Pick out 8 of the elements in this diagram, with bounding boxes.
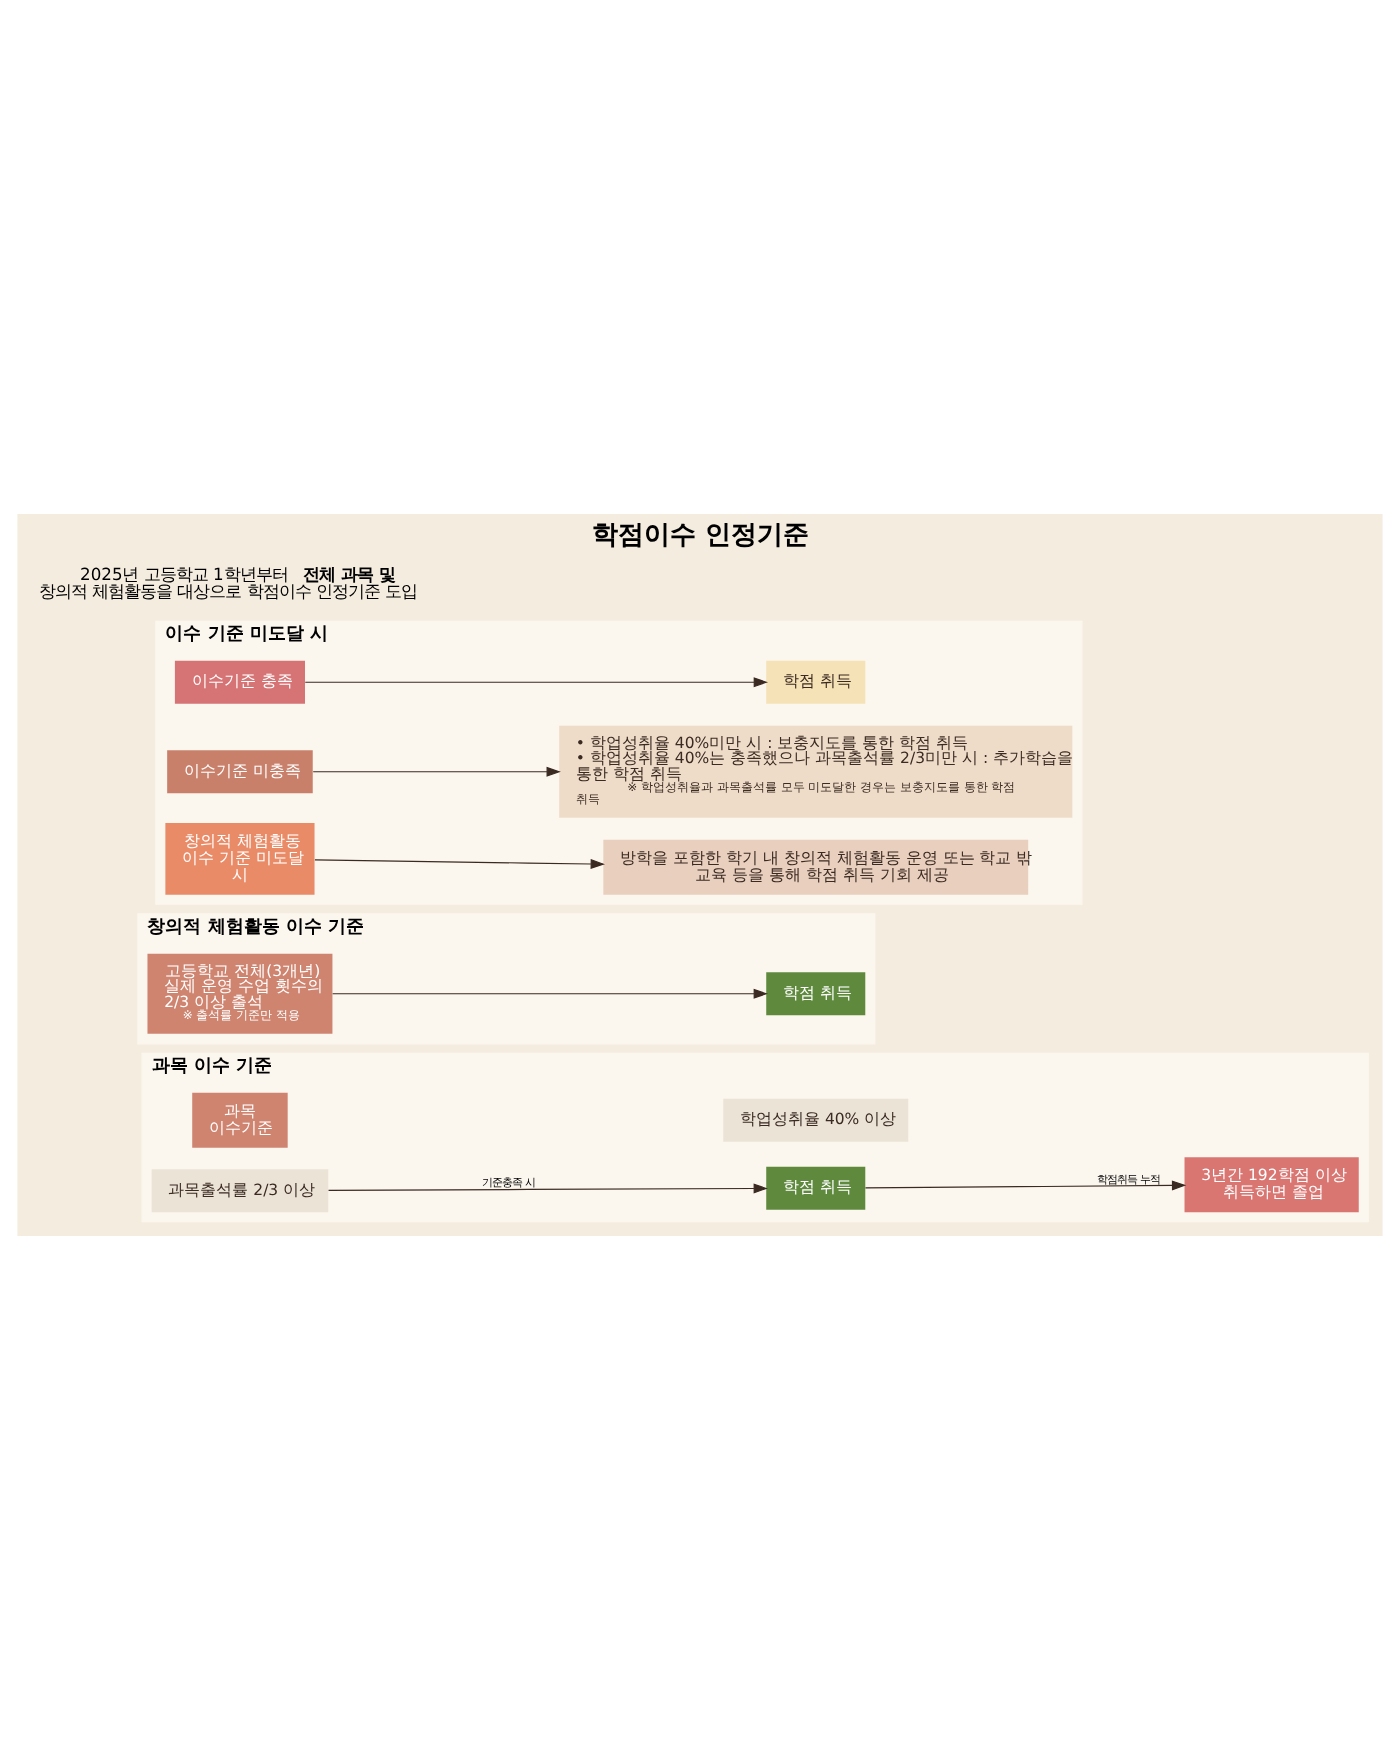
label: 2025년 고등학교 1학년부터 전체 과목 및 창의적 체험활동을 대상으로 학점이수 인정기준 도입: [38, 563, 418, 601]
arrow: [312, 766, 561, 777]
arrow: [332, 988, 768, 999]
arrow: [864, 1180, 1187, 1191]
arrow: [304, 677, 768, 688]
diagram-title: 학점이수 인정기준: [592, 521, 810, 552]
arrow: [314, 858, 605, 869]
arrow: [327, 1183, 768, 1194]
